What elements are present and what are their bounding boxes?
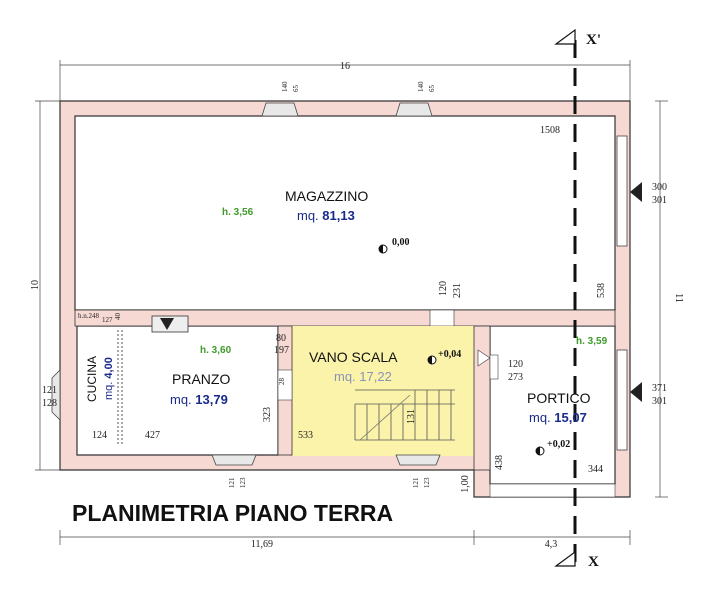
window-left bbox=[51, 369, 61, 421]
dim-cuc-a: 121 bbox=[42, 385, 57, 396]
room-magazzino-height: h. 3,56 bbox=[222, 207, 254, 218]
room-cucina-name: CUCINA bbox=[85, 356, 99, 402]
dim-pr-w: 427 bbox=[145, 430, 160, 441]
room-vano-area: mq. 17,22 bbox=[334, 369, 392, 384]
window-top-1 bbox=[261, 102, 299, 117]
dim-win-r1-a: 300 bbox=[652, 182, 667, 193]
dim-pr-c: 28 bbox=[278, 378, 286, 386]
section-label-top: X' bbox=[586, 32, 601, 48]
stair-area bbox=[292, 326, 474, 456]
dim-overall-height-right: 11 bbox=[673, 293, 684, 303]
dim-overall-width: 16 bbox=[340, 61, 350, 72]
dim-door-a: 120 bbox=[438, 281, 449, 296]
room-magazzino-area: mq. 81,13 bbox=[297, 208, 355, 223]
dim-por-h: 438 bbox=[494, 455, 505, 470]
dim-win-b2-a: 121 bbox=[412, 477, 420, 488]
portico-opening bbox=[489, 483, 616, 498]
room-portico-height: h. 3,59 bbox=[576, 336, 608, 347]
room-magazzino-name: MAGAZZINO bbox=[285, 188, 368, 204]
dim-door-b: 231 bbox=[452, 283, 463, 298]
room-vano-name: VANO SCALA bbox=[309, 349, 398, 365]
door-opening bbox=[429, 309, 455, 327]
dim-bottom-right: 4,3 bbox=[545, 539, 558, 550]
stairs bbox=[354, 389, 455, 441]
dim-mag-w: 1508 bbox=[540, 125, 560, 136]
dim-vp-b: 273 bbox=[508, 372, 523, 383]
plan-title: PLANIMETRIA PIANO TERRA bbox=[72, 500, 393, 526]
dim-pr-b: 197 bbox=[274, 345, 289, 356]
room-cucina-area: mq. 4,00 bbox=[103, 357, 115, 400]
window-right-1 bbox=[616, 135, 628, 247]
dim-hn: h.n.248 bbox=[78, 312, 100, 320]
level-marker-portico bbox=[535, 446, 545, 456]
window-bottom-1 bbox=[211, 454, 257, 466]
dim-hn-b: 127 bbox=[102, 316, 113, 324]
dim-bottom-step: 1,00 bbox=[460, 475, 471, 493]
dim-win-r1-b: 301 bbox=[652, 195, 667, 206]
dim-hn-c: 40 bbox=[114, 313, 122, 321]
section-line bbox=[554, 28, 577, 570]
room-vano-level: +0,04 bbox=[438, 349, 461, 360]
dim-pr-h: 323 bbox=[262, 407, 273, 422]
dim-bottom-left: 11,69 bbox=[251, 539, 273, 550]
room-portico-area: mq. 15,07 bbox=[529, 410, 587, 425]
dim-mag-h: 538 bbox=[596, 283, 607, 298]
window-bottom-2 bbox=[395, 454, 441, 466]
room-pranzo-area: mq. 13,79 bbox=[170, 392, 228, 407]
window-top-2 bbox=[395, 102, 433, 117]
level-marker-magazzino bbox=[378, 244, 388, 254]
dim-win-r2-b: 301 bbox=[652, 396, 667, 407]
dim-win-r2-a: 371 bbox=[652, 383, 667, 394]
window-right-2 bbox=[616, 349, 628, 451]
dim-pr-a: 80 bbox=[276, 333, 286, 344]
dim-win2-a: 140 bbox=[417, 81, 425, 92]
section-label-bottom: X bbox=[588, 554, 599, 570]
room-portico-name: PORTICO bbox=[527, 390, 591, 406]
room-magazzino-level: 0,00 bbox=[392, 237, 410, 248]
dim-win1-a: 140 bbox=[281, 81, 289, 92]
dim-win1-b: 65 bbox=[292, 85, 300, 93]
dim-overall-height-left: 10 bbox=[30, 280, 41, 290]
dim-cuc-b: 128 bbox=[42, 398, 57, 409]
room-portico-level: +0,02 bbox=[547, 439, 570, 450]
dim-win-b1-b: 123 bbox=[239, 477, 247, 488]
dim-vano-w: 533 bbox=[298, 430, 313, 441]
room-pranzo-height: h. 3,60 bbox=[200, 345, 232, 356]
dim-cuc-w: 124 bbox=[92, 430, 107, 441]
dim-vano-h: 131 bbox=[406, 409, 417, 424]
dim-por-w: 344 bbox=[588, 464, 603, 475]
dim-win-b2-b: 123 bbox=[423, 477, 431, 488]
dim-win-b1-a: 121 bbox=[228, 477, 236, 488]
room-pranzo-name: PRANZO bbox=[172, 371, 230, 387]
dim-vp-a: 120 bbox=[508, 359, 523, 370]
dim-win2-b: 65 bbox=[428, 85, 436, 93]
dimension-lines bbox=[35, 60, 668, 545]
level-marker-vano bbox=[427, 355, 437, 365]
